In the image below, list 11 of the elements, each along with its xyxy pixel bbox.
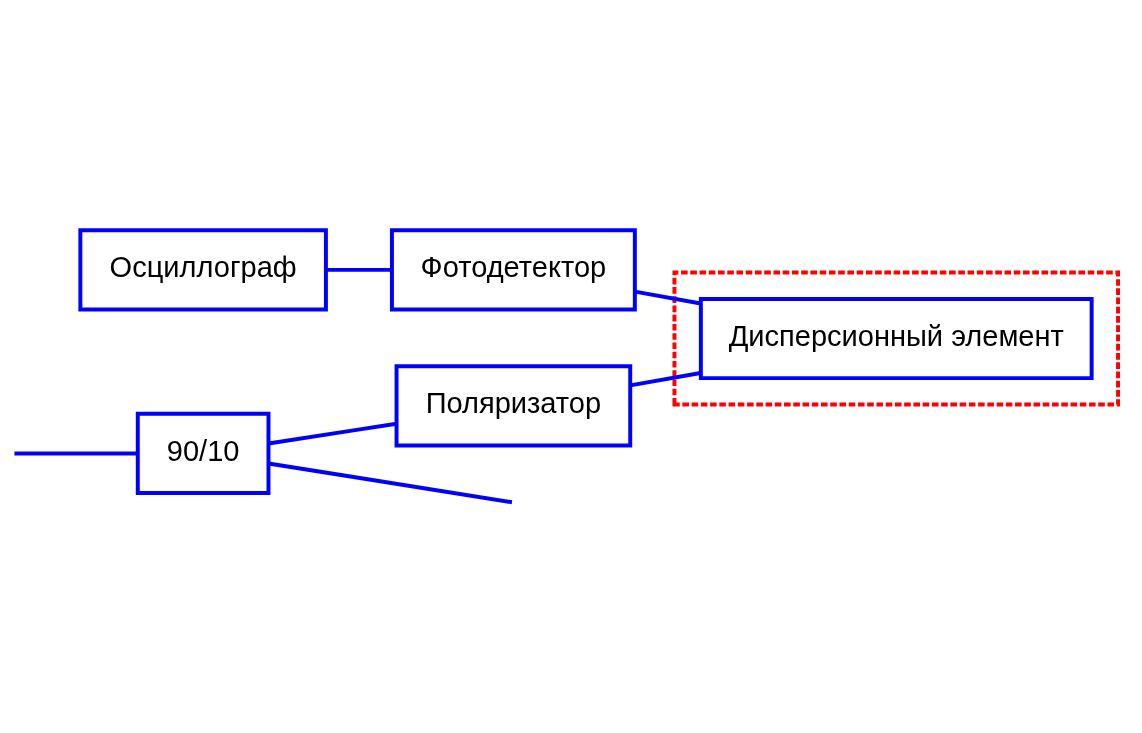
node-box: 90/10 <box>135 411 271 495</box>
connector <box>268 421 397 446</box>
node-box: Фотодетектор <box>389 228 637 312</box>
node-box: Осциллограф <box>78 228 328 312</box>
connector <box>14 451 138 456</box>
connector <box>268 461 513 505</box>
cluster <box>672 270 1120 407</box>
connector <box>326 267 392 272</box>
connector <box>634 289 702 306</box>
node-box: Поляризатор <box>394 364 633 448</box>
node-box: Дисперсионный элемент <box>698 296 1094 381</box>
